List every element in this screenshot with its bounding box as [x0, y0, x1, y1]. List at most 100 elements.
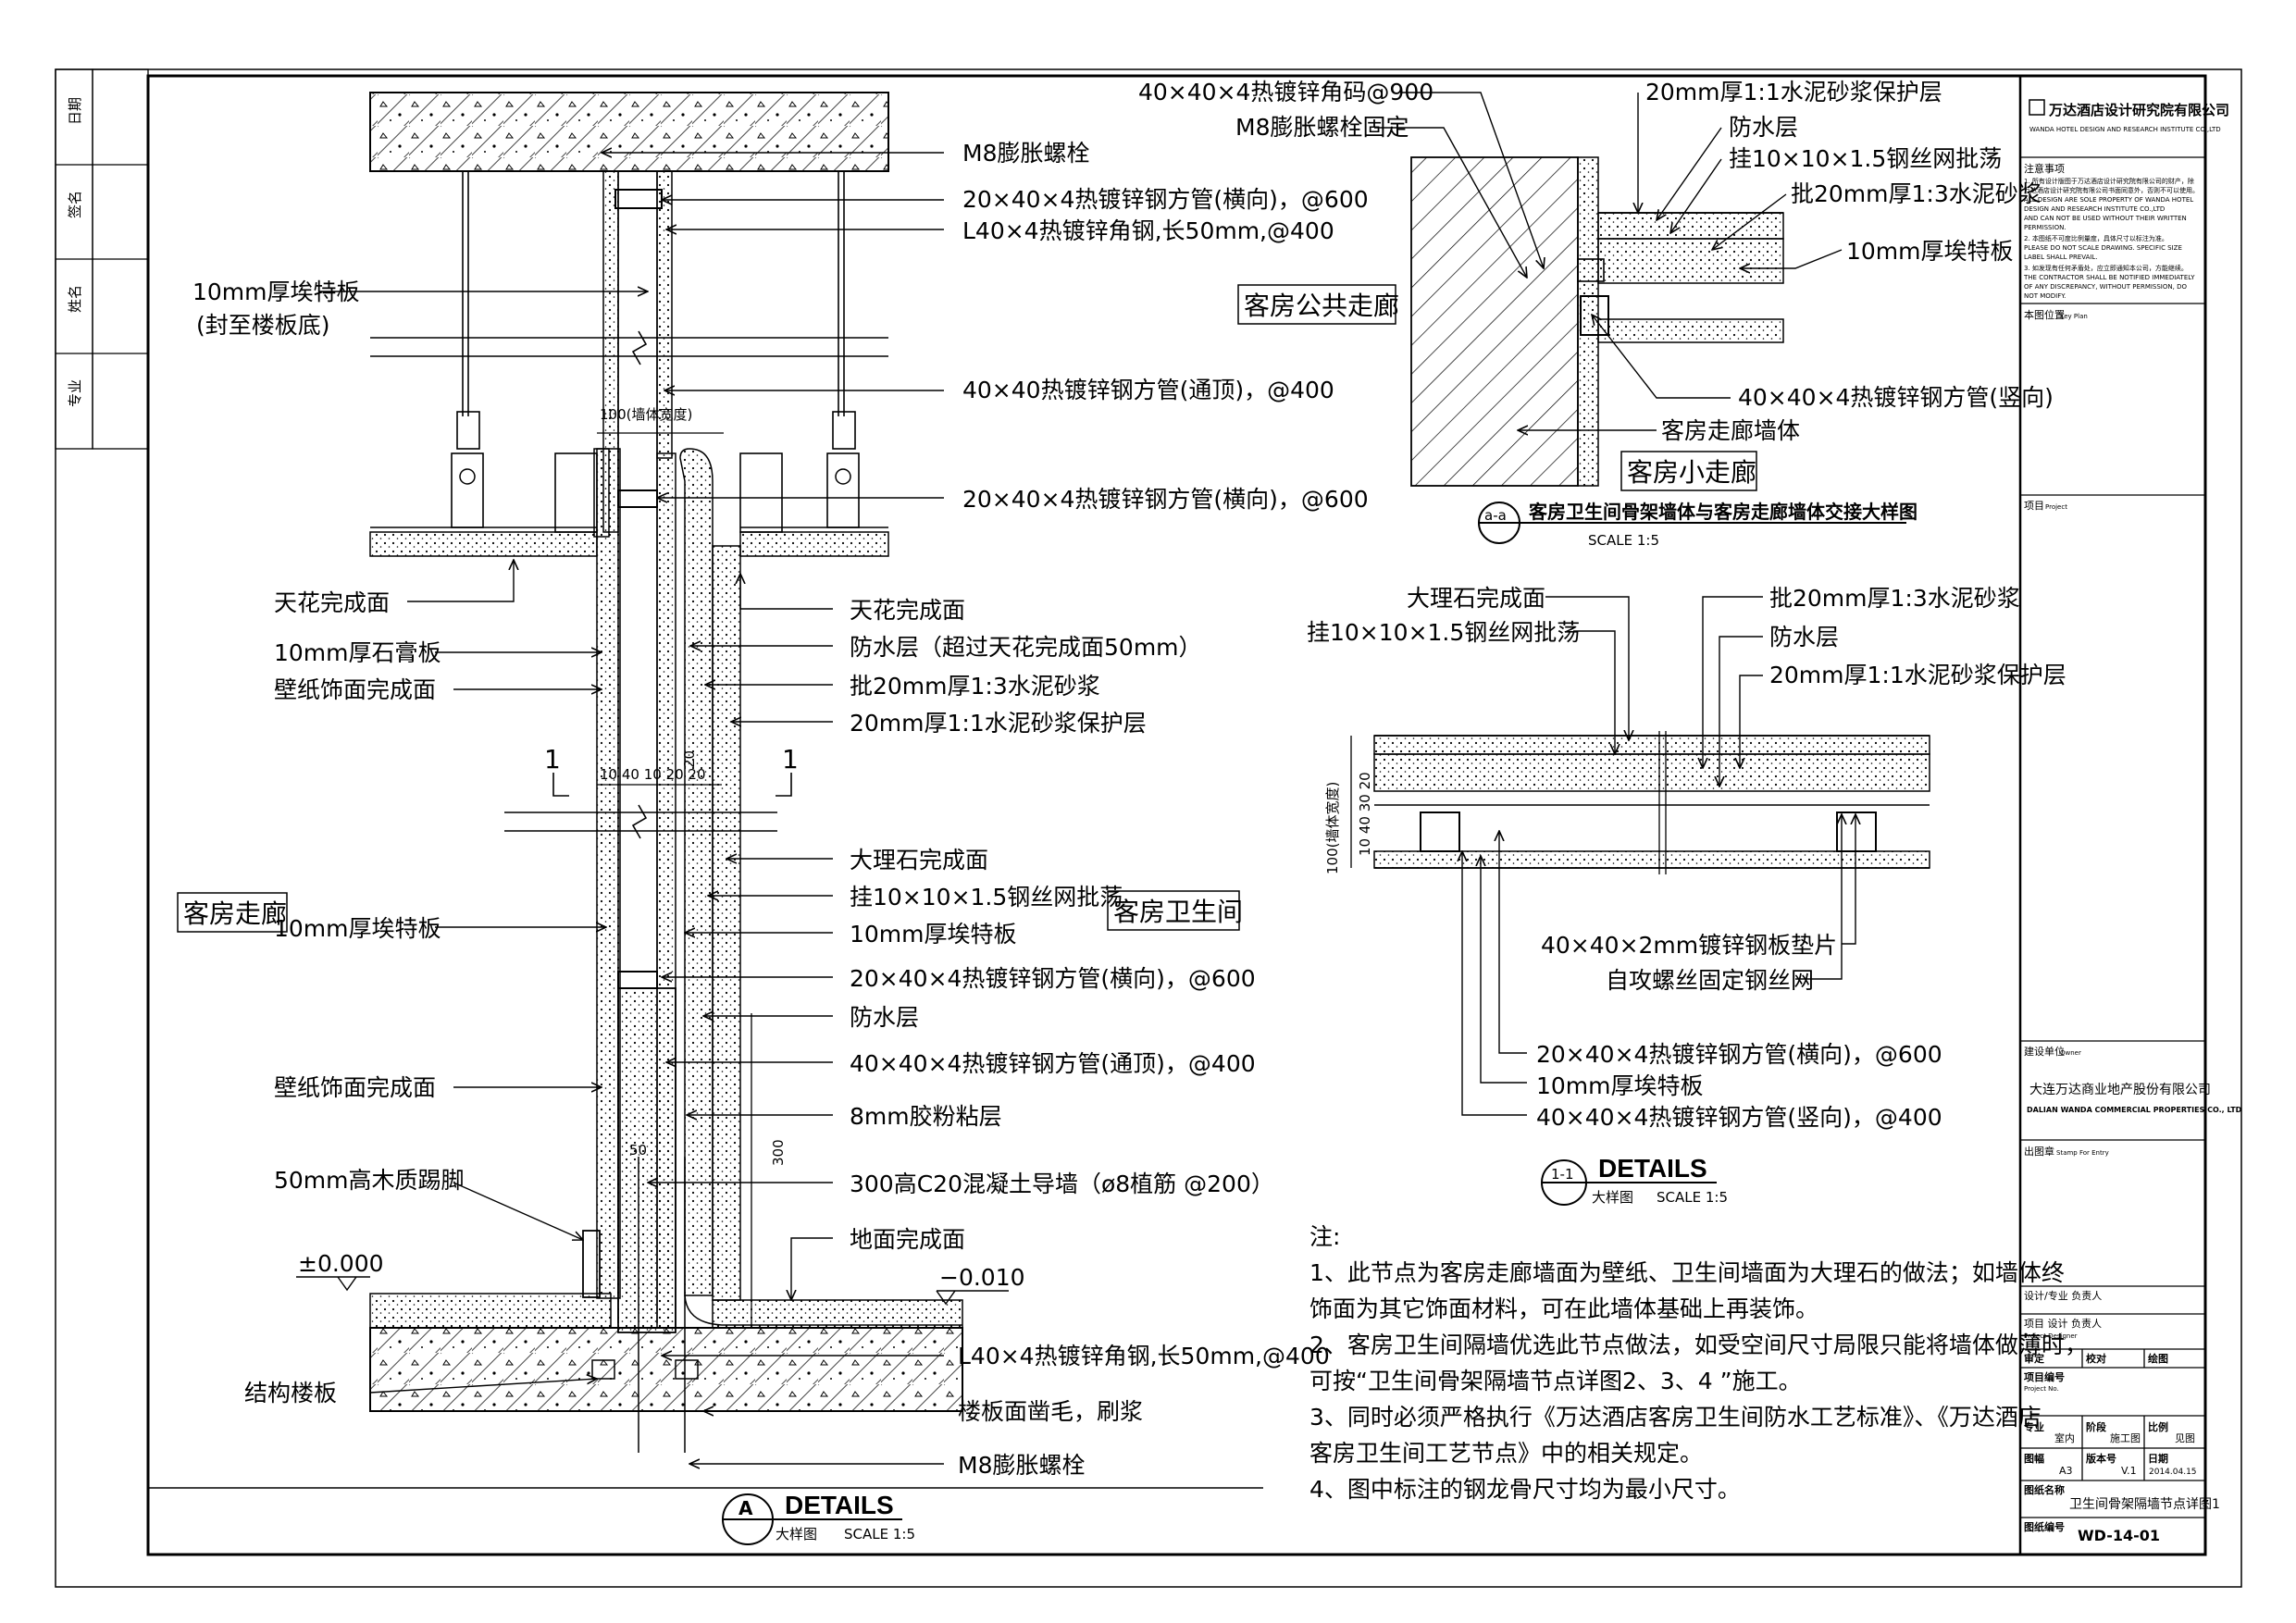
d11-bottom-4: 40×40×4热镀锌钢方管(竖向)，@400 [1536, 1104, 1942, 1131]
a-label-1: 20×40×4热镀锌钢方管(横向)，@600 [962, 186, 1369, 213]
aa-label-6: 10mm厚埃特板 [1846, 238, 2014, 265]
aa-label-1: M8膨胀螺栓固定 [1235, 114, 1409, 141]
caption-a-letter: A [738, 1497, 753, 1519]
caption-11-letter: 1-1 [1551, 1166, 1574, 1183]
a-left-7: 50mm高木质踢脚 [274, 1167, 465, 1194]
top-tube [614, 189, 663, 209]
rev-date: 日期 [67, 97, 83, 125]
a-label-17: 地面完成面 [850, 1226, 965, 1253]
bath-floor-screed [712, 1299, 963, 1329]
notes-line-0: 1、此节点为客房走廊墙面为壁纸、卫生间墙面为大理石的做法；如墙体终 [1309, 1259, 2065, 1286]
a-left-3: 10mm厚石膏板 [274, 639, 441, 666]
a-label-8: 20mm厚1:1水泥砂浆保护层 [850, 710, 1147, 737]
discipline-label: 专业 [2024, 1420, 2044, 1433]
notes-line-2: 2、客房卫生间隔墙优选此节点做法，如受空间尺寸局限只能将墙体做薄时， [1309, 1332, 2088, 1358]
owner-label: 建设单位 [2024, 1045, 2065, 1058]
a-left-8: 结构楼板 [244, 1380, 337, 1406]
caption-11-details: DETAILS [1598, 1154, 1707, 1183]
company-name: 万达酒店设计研究院有限公司 [2048, 102, 2229, 118]
dim-wall-width: 100(墙体宽度) [600, 406, 692, 423]
a-label-11: 10mm厚埃特板 [850, 921, 1017, 948]
project-no-label: 项目编号 [2024, 1370, 2065, 1383]
project-head: 项目 设计 负责人 [2024, 1317, 2102, 1330]
a-label-4: 20×40×4热镀锌钢方管(横向)，@600 [962, 486, 1369, 513]
company-logo-icon [2029, 99, 2045, 116]
concrete-guide-wall [617, 987, 676, 1333]
aa-label-0: 40×40×4热镀锌角码@900 [1138, 79, 1433, 105]
notice-line-7: PLEASE DO NOT SCALE DRAWING. SPECIFIC SI… [2024, 244, 2182, 252]
a-label-20: M8膨胀螺栓 [958, 1452, 1085, 1479]
dim-11-wall: 100(墙体宽度) [1324, 782, 1341, 874]
caption-11-scale: SCALE 1:5 [1657, 1189, 1728, 1206]
a-label-9: 大理石完成面 [850, 847, 988, 873]
a-label-12: 20×40×4热镀锌钢方管(横向)，@600 [850, 965, 1256, 992]
a-label-18: L40×4热镀锌角钢,长50mm,@400 [958, 1343, 1330, 1369]
notice-line-1: 万达酒店设计研究院有限公司书面同意外，否则不可以使用。 [2024, 186, 2199, 194]
hanger-clip-right [832, 411, 856, 450]
a-left-4: 壁纸饰面完成面 [274, 676, 436, 703]
aa-label-5: 批20mm厚1:3水泥砂浆 [1791, 180, 2042, 207]
corridor-wall-block [1410, 156, 1579, 487]
size-val: A3 [2059, 1465, 2073, 1477]
dim-20: 20 [681, 750, 698, 768]
discipline-val: 室内 [2054, 1431, 2075, 1444]
room-bathroom: 客房卫生间 [1113, 897, 1243, 927]
a-label-7: 批20mm厚1:3水泥砂浆 [850, 673, 1100, 700]
keyplan-label: 本图位置 [2024, 308, 2065, 321]
detail-aa: 40×40×4热镀锌角码@900 M8膨胀螺栓固定 20mm厚1:1水泥砂浆保护… [1138, 79, 2054, 549]
a-label-6: 防水层（超过天花完成面50mm） [850, 634, 1202, 661]
skirting [582, 1230, 601, 1298]
drawing-name-label: 图纸名称 [2024, 1483, 2065, 1496]
notice-line-2: ALL DESIGN ARE SOLE PROPERTY OF WANDA HO… [2024, 196, 2193, 204]
corridor-floor-screed [369, 1293, 612, 1329]
notes-heading: 注: [1309, 1223, 1340, 1250]
a-left-5: 10mm厚埃特板 [274, 915, 441, 942]
company-name-en: WANDA HOTEL DESIGN AND RESEARCH INSTITUT… [2029, 126, 2221, 133]
project-en: Project [2045, 503, 2067, 511]
caption-aa-scale: SCALE 1:5 [1588, 532, 1659, 549]
design-head: 设计/专业 负责人 [2024, 1289, 2102, 1302]
d11-top-3: 防水层 [1769, 624, 1839, 650]
caption-a-sub: 大样图 [776, 1526, 817, 1542]
section-mark-right: 1 [782, 744, 799, 774]
d11-top-1: 挂10×10×1.5钢丝网批荡 [1307, 619, 1580, 646]
notice-head: 注意事项 [2024, 162, 2065, 175]
version-val: V.1 [2121, 1465, 2137, 1477]
notice-line-4: AND CAN NOT BE USED WITHOUT THEIR WRITTE… [2024, 215, 2187, 222]
a-label-5: 天花完成面 [850, 597, 965, 624]
marble-layer [712, 545, 741, 1301]
a-label-3: 40×40热镀锌钢方管(通顶)，@400 [962, 377, 1334, 403]
floor-slab [369, 1327, 963, 1412]
notice-line-0: 1. 所有设计版图于万达酒店设计研究院有限公司的财产，除 [2024, 177, 2194, 185]
dim-wall-parts: 10 40 10 20 20 [600, 766, 706, 783]
notice-line-10: THE CONTRACTOR SHALL BE NOTIFIED IMMEDIA… [2023, 274, 2195, 281]
size-label: 图幅 [2024, 1452, 2044, 1465]
a-label-14: 40×40×4热镀锌钢方管(通顶)，@400 [850, 1050, 1256, 1077]
owner-en: Owner [2060, 1049, 2081, 1057]
review-label: 审定 [2024, 1352, 2044, 1365]
check-label: 校对 [2086, 1352, 2106, 1365]
room-small-corridor: 客房小走廊 [1627, 457, 1756, 488]
caption-aa-letter: a-a [1484, 507, 1507, 524]
aa-label-7: 40×40×4热镀锌钢方管(竖向) [1738, 384, 2054, 411]
caption-a-scale: SCALE 1:5 [844, 1526, 915, 1542]
a-label-15: 8mm胶粉粘层 [850, 1103, 1002, 1130]
caption-aa-title: 客房卫生间骨架墙体与客房走廊墙体交接大样图 [1528, 501, 1917, 523]
corridor-board-layer [596, 448, 621, 1299]
ceiling-slab [369, 92, 889, 172]
a-label-0: M8膨胀螺栓 [962, 140, 1089, 167]
notice-line-11: OF ANY DISCREPANCY, WITHOUT PERMISSION, … [2024, 283, 2187, 291]
level-minus-010: −0.010 [939, 1264, 1025, 1291]
stage-label: 阶段 [2086, 1420, 2106, 1433]
rev-discipline: 专业 [67, 379, 83, 407]
project-no-en: Project No. [2024, 1385, 2059, 1393]
a-label-13: 防水层 [850, 1004, 919, 1031]
notice-line-9: 3. 如发现有任何矛盾处，应立即通知本公司，方能继续。 [2024, 264, 2188, 272]
aa-label-2: 20mm厚1:1水泥砂浆保护层 [1645, 79, 1942, 105]
drawing-no: WD-14-01 [2078, 1527, 2160, 1544]
waterproof-layer [679, 448, 714, 1296]
d11-bottom-1: 自攻螺丝固定钢丝网 [1606, 967, 1814, 994]
owner-name: 大连万达商业地产股份有限公司 [2029, 1083, 2211, 1097]
scale-val: 见图 [2175, 1432, 2195, 1444]
a-label-10: 挂10×10×1.5钢丝网批荡 [850, 884, 1123, 911]
